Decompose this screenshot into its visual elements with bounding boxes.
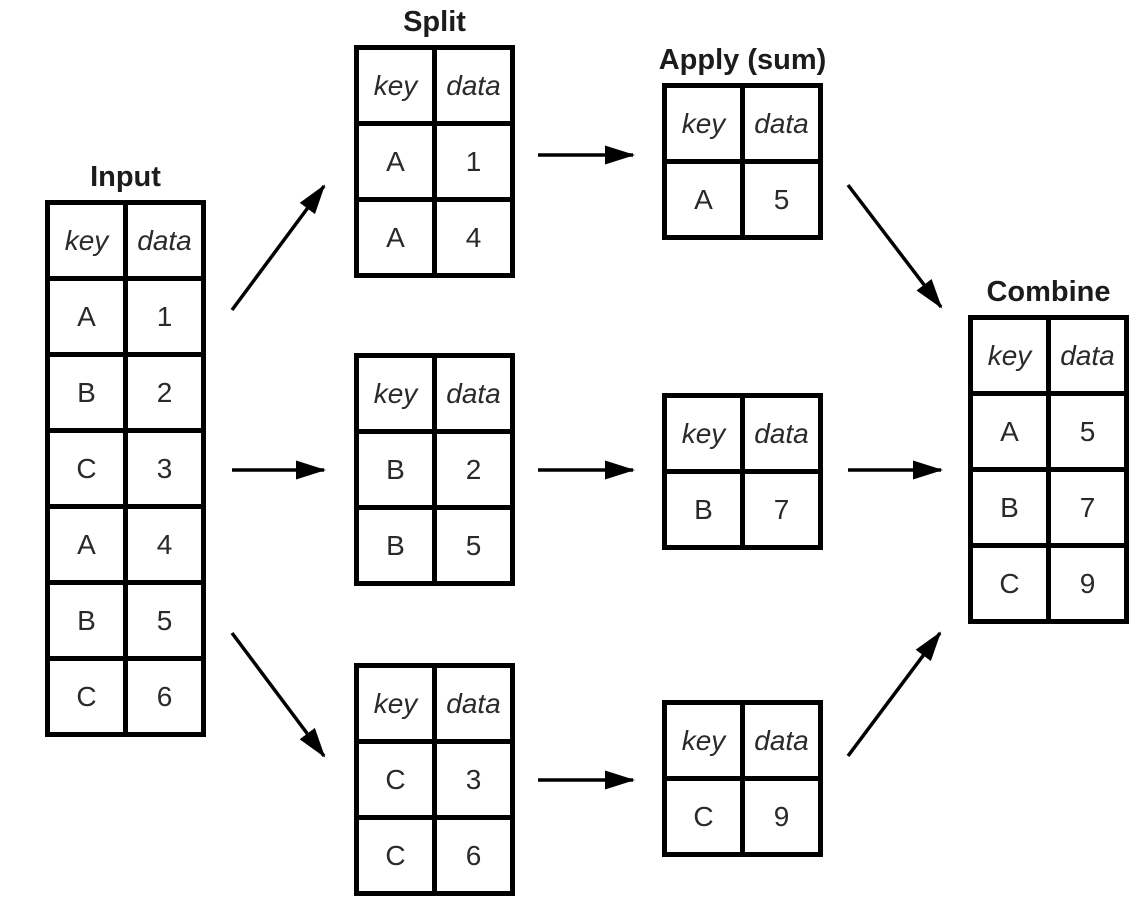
apply-b-header-data: data [745,398,818,469]
split-c-cell-r0-data: 3 [437,744,510,815]
apply-c-cell-r0-key: C [667,781,740,852]
combine-cell-r1-key: B [973,472,1046,543]
split-c-cell-r1-key: C [359,820,432,891]
input-to-split-c-arrow [230,631,326,758]
input-cell-r4-key: B [50,585,123,656]
input-cell-r5-data: 6 [128,661,201,732]
split-c-header-data: data [437,668,510,739]
apply-c-to-combine-arrow [846,631,942,758]
combine-cell-r0-key: A [973,396,1046,467]
combine-cell-r2-key: C [973,548,1046,619]
apply-a-to-combine-arrow [846,183,943,309]
split-c-cell-r0-key: C [359,744,432,815]
apply-c-header-key: key [667,705,740,776]
apply-a-header-data: data [745,88,818,159]
input-header-key: key [50,205,123,276]
input-cell-r5-key: C [50,661,123,732]
split-a-cell-r0-key: A [359,126,432,197]
apply-c-header-data: data [745,705,818,776]
combine-header-key: key [973,320,1046,391]
combine-header-data: data [1051,320,1124,391]
split-b-cell-r0-data: 2 [437,434,510,505]
split-a-cell-r1-data: 4 [437,202,510,273]
input-cell-r2-key: C [50,433,123,504]
input-cell-r0-key: A [50,281,123,352]
split-b-cell-r0-key: B [359,434,432,505]
apply-b-header-key: key [667,398,740,469]
apply-a-stage-title: Apply (sum) [658,44,827,77]
input-cell-r1-data: 2 [128,357,201,428]
apply-a-header-key: key [667,88,740,159]
split-a-stage-title: Split [403,6,466,39]
input-cell-r0-data: 1 [128,281,201,352]
input-cell-r3-data: 4 [128,509,201,580]
combine-cell-r0-data: 5 [1051,396,1124,467]
split-b-cell-r1-data: 5 [437,510,510,581]
split-b-cell-r1-key: B [359,510,432,581]
input-cell-r2-data: 3 [128,433,201,504]
input-cell-r4-data: 5 [128,585,201,656]
apply-b-cell-r0-data: 7 [745,474,818,545]
split-c-cell-r1-data: 6 [437,820,510,891]
input-cell-r1-key: B [50,357,123,428]
combine-cell-r1-data: 7 [1051,472,1124,543]
input-header-data: data [128,205,201,276]
apply-a-cell-r0-data: 5 [745,164,818,235]
input-to-split-a-arrow [230,184,326,312]
split-a-cell-r0-data: 1 [437,126,510,197]
split-c-header-key: key [359,668,432,739]
split-b-header-key: key [359,358,432,429]
input-cell-r3-key: A [50,509,123,580]
split-b-header-data: data [437,358,510,429]
combine-cell-r2-data: 9 [1051,548,1124,619]
combine-stage-title: Combine [986,276,1111,309]
apply-c-cell-r0-data: 9 [745,781,818,852]
split-a-cell-r1-key: A [359,202,432,273]
split-a-header-key: key [359,50,432,121]
apply-b-cell-r0-key: B [667,474,740,545]
apply-a-cell-r0-key: A [667,164,740,235]
input-stage-title: Input [90,161,161,194]
split-a-header-data: data [437,50,510,121]
